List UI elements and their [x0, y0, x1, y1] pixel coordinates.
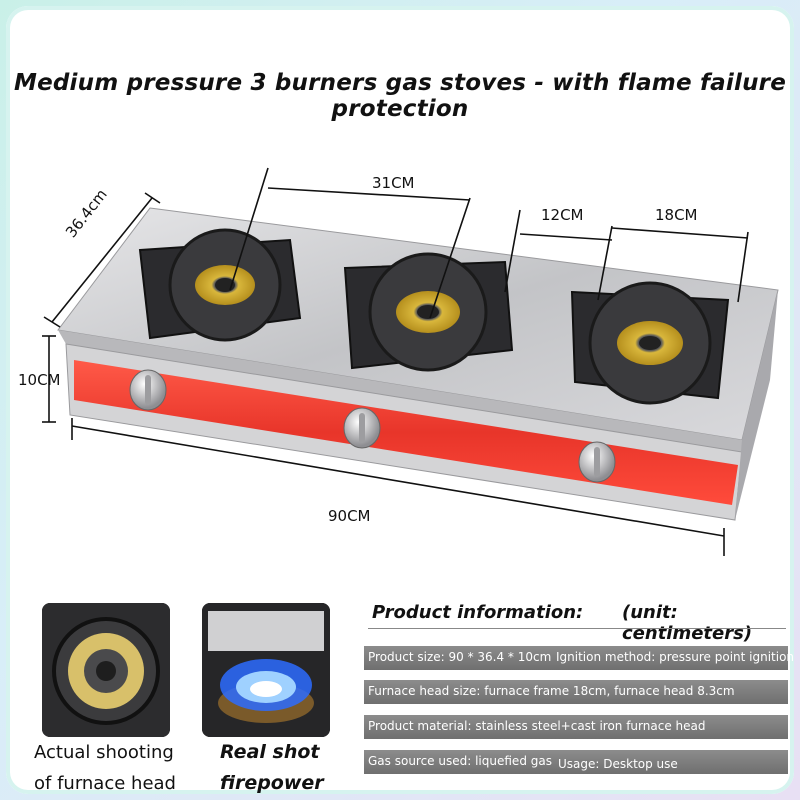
burner-spacing-dimension: 31CM — [372, 174, 415, 192]
info-row-gas: Gas source used: liquefied gas Usage: De… — [364, 750, 788, 774]
ignition-method-text: Ignition method: pressure point ignition — [556, 650, 795, 664]
product-material-text: Product material: stainless steel+cast i… — [368, 719, 706, 733]
info-row-furnace: Furnace head size: furnace frame 18cm, f… — [364, 680, 788, 704]
usage-text: Usage: Desktop use — [558, 757, 678, 771]
control-knob-icon — [129, 369, 167, 411]
stove-illustration — [42, 167, 779, 556]
product-info-heading: Product information: — [372, 602, 584, 623]
page-title: Medium pressure 3 burners gas stoves - w… — [13, 70, 786, 122]
product-info-divider — [368, 628, 786, 629]
furnace-head-size-text: Furnace head size: furnace frame 18cm, f… — [368, 684, 735, 698]
furnace-head-photo — [42, 603, 170, 737]
fire-caption-line1: Real shot — [220, 741, 320, 763]
frame-dimension: 18CM — [655, 206, 698, 224]
gap-dimension: 12CM — [541, 206, 584, 224]
fire-caption-line2: firepower — [220, 772, 324, 794]
gas-source-text: Gas source used: liquefied gas — [368, 754, 552, 768]
control-knob-icon — [343, 407, 381, 449]
burner-icon — [570, 281, 730, 405]
furnace-caption-line1: Actual shooting — [34, 742, 174, 763]
length-dimension: 90CM — [328, 507, 371, 525]
burner-icon — [343, 252, 514, 372]
product-size-text: Product size: 90 * 36.4 * 10cm — [368, 650, 552, 664]
info-row-size: Product size: 90 * 36.4 * 10cm Ignition … — [364, 646, 794, 670]
control-knob-icon — [578, 441, 616, 483]
product-info-unit: (unit: centimeters) — [622, 602, 753, 644]
height-dimension: 10CM — [18, 371, 61, 389]
burner-icon — [138, 228, 302, 342]
flame-photo — [202, 603, 330, 737]
flame-icon — [220, 659, 312, 711]
info-row-material: Product material: stainless steel+cast i… — [364, 715, 788, 739]
furnace-caption-line2: of furnace head — [34, 773, 176, 794]
